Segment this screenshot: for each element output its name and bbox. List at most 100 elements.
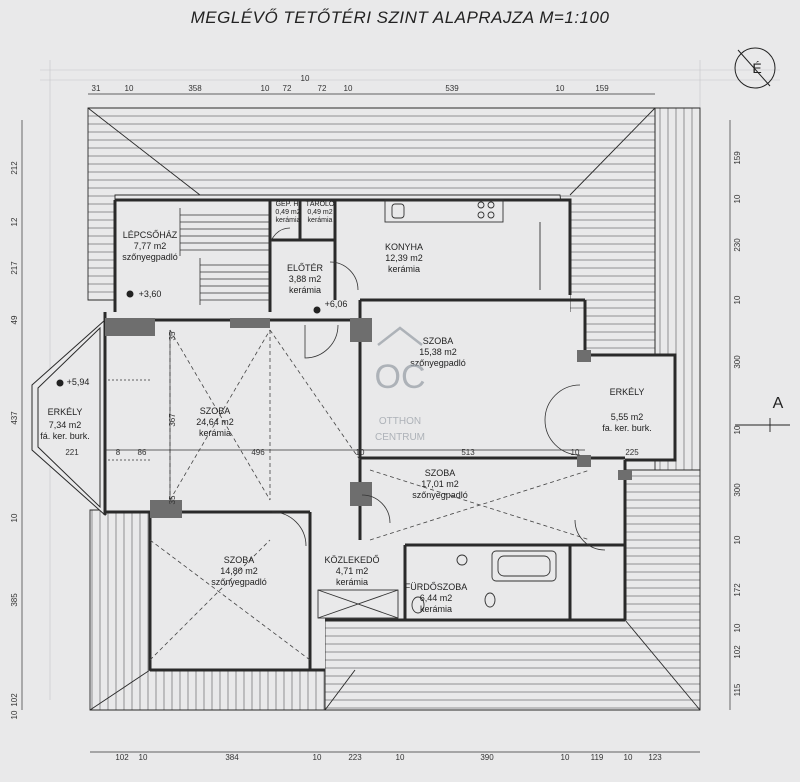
svg-text:437: 437 — [10, 411, 19, 425]
svg-text:OTTHON: OTTHON — [379, 416, 421, 427]
svg-text:35: 35 — [168, 331, 177, 340]
svg-text:72: 72 — [318, 84, 327, 93]
kitchen-counter — [384, 199, 541, 290]
svg-text:10: 10 — [733, 623, 742, 632]
svg-text:159: 159 — [733, 151, 742, 165]
room-area-eloter: 3,88 m2 — [289, 274, 322, 284]
svg-text:10: 10 — [10, 513, 19, 522]
svg-text:217: 217 — [10, 261, 19, 275]
room-name-kozlekedo: KÖZLEKEDŐ — [324, 555, 379, 565]
section-label: A — [773, 395, 784, 412]
washbasin-icon — [456, 554, 468, 566]
toilet-icon — [411, 596, 425, 614]
svg-text:367: 367 — [168, 413, 177, 427]
dims-top: 31 10 358 10 72 10 72 10 539 10 159 — [92, 74, 610, 93]
svg-text:212: 212 — [10, 161, 19, 175]
room-area-szoba-1: 15,38 m2 — [419, 347, 457, 357]
svg-text:225: 225 — [625, 448, 639, 457]
room-floor-tarolo: kerámia — [308, 217, 333, 224]
svg-text:10: 10 — [396, 753, 405, 762]
level-erkely: +5,94 — [67, 377, 90, 387]
room-name-konyha: KONYHA — [385, 242, 423, 252]
svg-text:10: 10 — [356, 448, 365, 457]
svg-text:10: 10 — [733, 425, 742, 434]
room-floor-erkely-right: fa. ker. burk. — [602, 423, 652, 433]
svg-text:384: 384 — [225, 753, 239, 762]
room-area-erkely-right: 5,55 m2 — [611, 412, 644, 422]
svg-text:300: 300 — [733, 355, 742, 369]
dims-internal: 221 8 86 496 10 513 10 225 35 367 35 — [65, 331, 639, 504]
svg-text:86: 86 — [138, 448, 147, 457]
room-floor-kozlekedo: kerámia — [336, 577, 368, 587]
left-balcony — [31, 318, 106, 517]
svg-text:OC: OC — [375, 358, 426, 396]
svg-text:119: 119 — [591, 753, 604, 762]
room-floor-gephaz: kerámia — [276, 217, 301, 224]
room-name-szoba-2: SZOBA — [200, 406, 231, 416]
room-name-furdoszoba: FÜRDŐSZOBA — [405, 582, 468, 592]
room-floor-lepcsohaz: szőnyegpadló — [122, 252, 178, 262]
svg-text:10: 10 — [733, 194, 742, 203]
svg-text:35: 35 — [168, 495, 177, 504]
room-area-kozlekedo: 4,71 m2 — [336, 566, 369, 576]
room-floor-furdoszoba: kerámia — [420, 604, 452, 614]
dims-bottom: 102 10 384 10 223 10 390 10 119 10 123 — [115, 753, 662, 762]
dims-left: 212 12 217 49 437 10 385 102 10 — [10, 161, 19, 720]
svg-text:172: 172 — [733, 583, 742, 597]
level-markers — [56, 290, 321, 387]
svg-text:390: 390 — [480, 753, 494, 762]
svg-text:115: 115 — [733, 683, 742, 696]
hob-icon — [477, 201, 485, 209]
svg-text:10: 10 — [125, 84, 134, 93]
room-name-eloter: ELŐTÉR — [287, 263, 324, 273]
svg-text:31: 31 — [92, 84, 101, 93]
wall-blocks — [105, 318, 632, 518]
room-area-erkely-left: 7,34 m2 — [49, 420, 82, 430]
north-label: É — [752, 60, 761, 76]
room-name-erkely-left: ERKÉLY — [48, 407, 83, 417]
bathroom-fixtures — [317, 550, 557, 619]
room-floor-konyha: kerámia — [388, 264, 420, 274]
dims-right: 159 10 230 10 300 10 300 10 172 10 102 1… — [733, 151, 742, 697]
room-name-tarolo: TÁROLÓ — [306, 199, 335, 208]
svg-text:10: 10 — [301, 74, 310, 83]
room-floor-erkely-left: fá. ker. burk. — [40, 431, 90, 441]
svg-text:10: 10 — [556, 84, 565, 93]
svg-text:539: 539 — [445, 84, 459, 93]
room-floor-szoba-2: kerámia — [199, 428, 231, 438]
room-name-szoba-3: SZOBA — [425, 468, 456, 478]
interior — [105, 200, 675, 670]
svg-text:8: 8 — [116, 448, 121, 457]
section-marker: A — [735, 395, 790, 432]
svg-text:CENTRUM: CENTRUM — [375, 432, 425, 443]
room-floor-szoba-1: szőnyegpadló — [410, 358, 466, 368]
room-name-szoba-1: SZOBA — [423, 336, 454, 346]
svg-text:358: 358 — [188, 84, 202, 93]
room-area-lepcsohaz: 7,77 m2 — [134, 241, 167, 251]
room-area-konyha: 12,39 m2 — [385, 253, 423, 263]
bidet-icon — [484, 592, 496, 608]
svg-text:10: 10 — [139, 753, 148, 762]
svg-text:10: 10 — [344, 84, 353, 93]
svg-text:496: 496 — [251, 448, 265, 457]
room-name-gephaz: GÉP. H. — [276, 199, 301, 208]
svg-text:102: 102 — [115, 753, 129, 762]
room-area-szoba-3: 17,01 m2 — [421, 479, 459, 489]
svg-text:10: 10 — [10, 710, 19, 719]
room-area-szoba-2: 24,64 m2 — [196, 417, 234, 427]
svg-text:223: 223 — [348, 753, 362, 762]
svg-text:49: 49 — [10, 315, 19, 324]
svg-text:513: 513 — [461, 448, 475, 457]
level-lepcsohaz: +3,60 — [139, 289, 162, 299]
room-area-gephaz: 0,49 m2 — [275, 209, 300, 216]
watermark-logo: OC OTTHON CENTRUM — [375, 326, 426, 443]
room-name-szoba-4: SZOBA — [224, 555, 255, 565]
room-floor-eloter: kerámia — [289, 285, 321, 295]
room-area-szoba-4: 14,80 m2 — [220, 566, 258, 576]
svg-text:102: 102 — [10, 693, 19, 707]
svg-text:300: 300 — [733, 483, 742, 497]
svg-text:385: 385 — [10, 593, 19, 607]
room-name-erkely-right: ERKÉLY — [610, 387, 645, 397]
room-floor-szoba-3: szőnyegpadló — [412, 490, 468, 500]
svg-text:123: 123 — [648, 753, 662, 762]
